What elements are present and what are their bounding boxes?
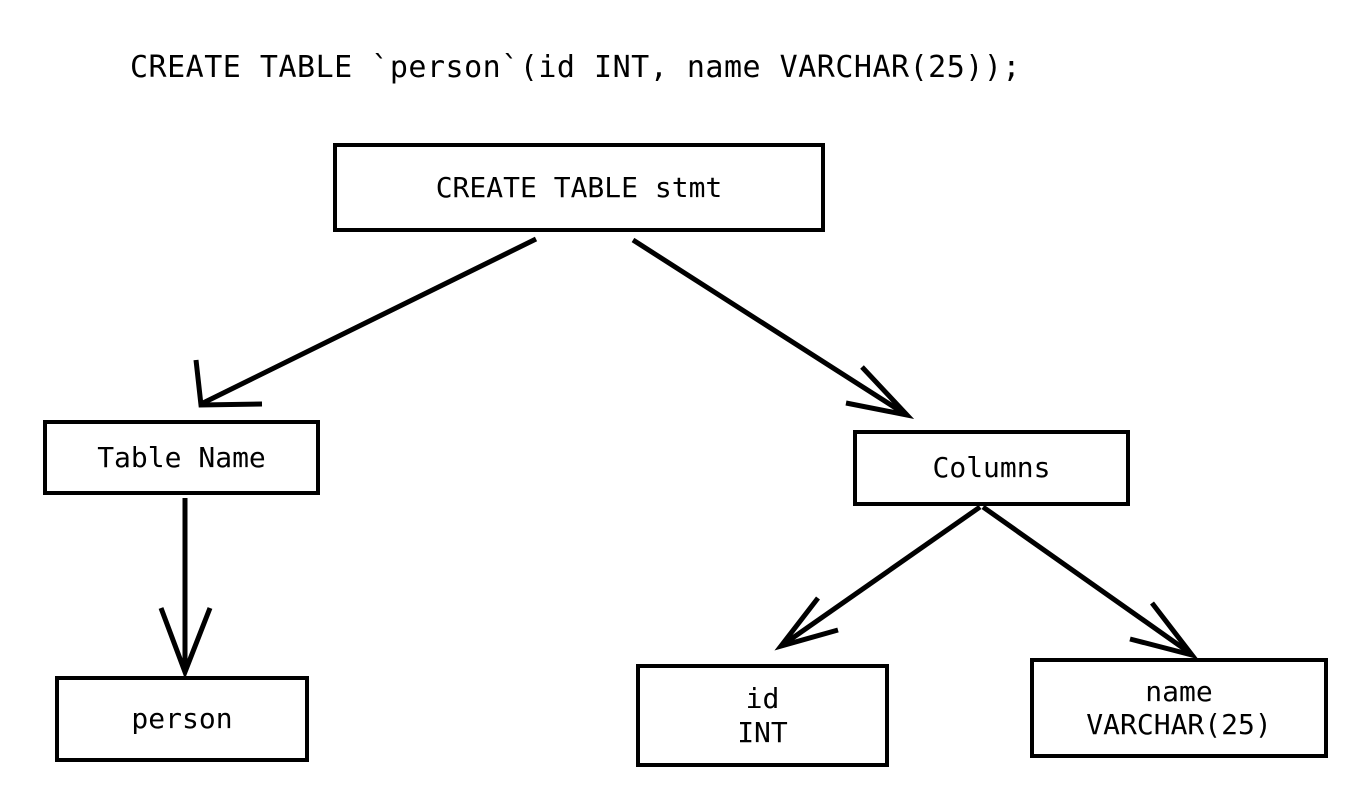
node-person[interactable]: person bbox=[55, 676, 309, 762]
node-label-line2: INT bbox=[737, 715, 788, 749]
node-label-line1: Columns bbox=[932, 451, 1051, 485]
node-column-name[interactable]: name VARCHAR(25) bbox=[1030, 658, 1328, 758]
edge-root-to-columns bbox=[631, 237, 915, 419]
edge-root-to-table-name bbox=[193, 236, 538, 408]
node-label-line1: CREATE TABLE stmt bbox=[435, 170, 723, 204]
node-label-line1: name bbox=[1145, 674, 1213, 708]
node-create-table-stmt[interactable]: CREATE TABLE stmt bbox=[333, 143, 825, 232]
sql-statement-title: CREATE TABLE `person`(id INT, name VARCH… bbox=[130, 50, 1021, 85]
edge-columns-to-col-id bbox=[774, 504, 982, 651]
node-table-name[interactable]: Table Name bbox=[43, 420, 320, 495]
node-label-line2: VARCHAR(25) bbox=[1086, 708, 1272, 741]
node-column-id[interactable]: id INT bbox=[636, 664, 889, 767]
node-columns[interactable]: Columns bbox=[853, 430, 1130, 506]
edge-columns-to-col-name bbox=[981, 504, 1199, 660]
node-label-line1: id bbox=[745, 682, 780, 716]
node-label-line1: Table Name bbox=[97, 440, 266, 474]
node-label-line1: person bbox=[131, 702, 233, 736]
edge-table-name-to-person bbox=[158, 498, 213, 679]
